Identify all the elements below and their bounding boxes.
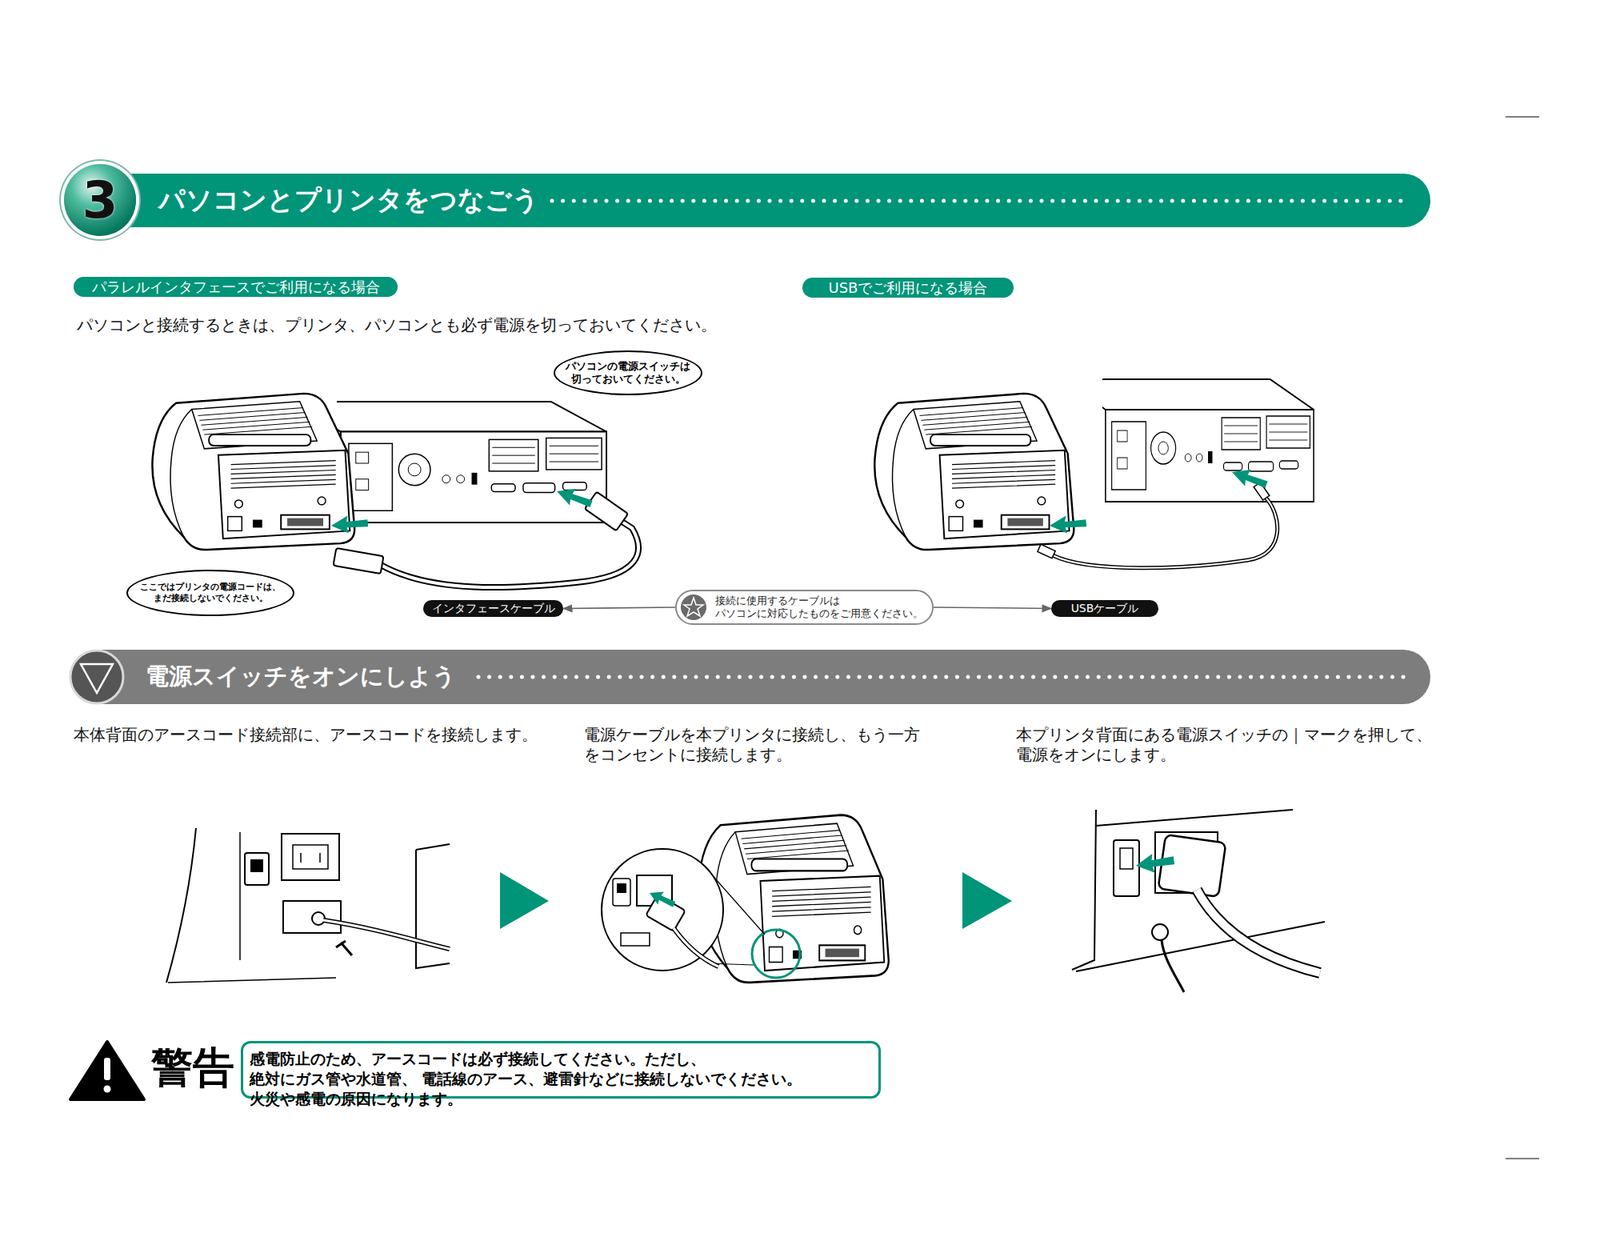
- usb-cable: [1052, 497, 1278, 568]
- warning-text: 感電防止のため、アースコードは必ず接続してください。ただし、絶対にガス管や水道管…: [249, 1049, 872, 1110]
- section-band: 電源スイッチをオンにしよう: [69, 649, 1431, 704]
- instruction-text: 本プリンタ背面にある電源スイッチの｜マークを押して、 電源をオンにします。: [1016, 724, 1448, 766]
- step-number: 3: [82, 174, 119, 226]
- usb-cable-core: [1052, 497, 1278, 568]
- inlet-pins: [292, 844, 328, 869]
- warning-triangle: [70, 1041, 144, 1100]
- mode-pill: USBでご利用になる場合: [802, 277, 1014, 298]
- power-inlet: [281, 833, 340, 880]
- green-arrow: [1134, 850, 1176, 875]
- callout-text: パソコンの電源スイッチは 切っておいてください。: [564, 360, 692, 385]
- interface-cable: [380, 516, 639, 588]
- step-number-badge: 3: [64, 164, 136, 236]
- instruction-text: 本体背面のアースコード接続部に、アースコードを接続します。: [73, 724, 554, 745]
- green-arrow: [553, 483, 595, 512]
- switch-rocker: [616, 883, 627, 893]
- power-switch: [612, 878, 631, 906]
- mode-heading: パラレルインタフェースでご利用になる場合: [92, 277, 380, 297]
- cable-tag: USBケーブル: [1051, 600, 1159, 617]
- warning-dot: [104, 1085, 112, 1093]
- green-arrow: [1048, 514, 1087, 535]
- warning-bang: [104, 1057, 111, 1080]
- green-arrow: [646, 886, 677, 912]
- instruction-text: パソコンと接続するときは、プリンタ、パソコンとも必ず電源を切っておいてください。: [76, 315, 797, 336]
- crop-mark: [1505, 116, 1540, 117]
- earth-cord: [1161, 940, 1184, 992]
- note-box: 接続に使用するケーブルは パソコンに対応したものをご用意ください。: [675, 589, 934, 625]
- earth-screw-loose: [336, 940, 352, 956]
- switch-rocker: [1120, 848, 1133, 869]
- warning-block: 警告感電防止のため、アースコードは必ず接続してください。ただし、絶対にガス管や水…: [71, 1036, 896, 1104]
- green-arrow: [330, 514, 368, 535]
- printer-edge: [166, 828, 196, 983]
- earth-plate: [283, 900, 341, 933]
- power-switch: [1113, 840, 1140, 896]
- cable-name: USBケーブル: [1071, 601, 1140, 616]
- note-text: 接続に使用するケーブルは パソコンに対応したものをご用意ください。: [715, 594, 925, 621]
- step-arrow: [500, 872, 549, 929]
- earth-terminal: [1152, 924, 1168, 940]
- power-plug: [1158, 834, 1227, 897]
- warning-heading: 警告: [151, 1046, 235, 1088]
- callout-ellipse: パソコンの電源スイッチは 切っておいてください。: [553, 350, 703, 396]
- printer: [698, 815, 889, 983]
- power-cable-core: [673, 928, 719, 967]
- highlight-ring: [752, 929, 800, 978]
- zoom-circle: [601, 848, 724, 971]
- warning-frame: 感電防止のため、アースコードは必ず接続してください。ただし、絶対にガス管や水道管…: [240, 1040, 881, 1099]
- cable-plug: [584, 492, 628, 532]
- cable-name: インタフェースケーブル: [432, 601, 556, 616]
- mode-heading: USBでご利用になる場合: [828, 278, 988, 298]
- computer: [1064, 379, 1314, 502]
- section-title: 電源スイッチをオンにしよう: [145, 660, 456, 693]
- step-arrow: [962, 872, 1012, 929]
- usb-plug: [1037, 544, 1056, 559]
- callout-ellipse: ここではプリンタの電源コードは、 まだ接続しないでください。: [126, 569, 295, 616]
- power-cable: [673, 928, 719, 967]
- crop-mark: [1505, 1157, 1540, 1159]
- connector-arrow: [933, 607, 1052, 609]
- earth-screw: [312, 912, 325, 925]
- earth-terminal: [620, 932, 650, 946]
- cable-tag: インタフェースケーブル: [423, 600, 564, 617]
- printer: [152, 393, 355, 550]
- interface-cable-core: [380, 516, 639, 588]
- callout-text: ここではプリンタの電源コードは、 まだ接続しないでください。: [136, 581, 285, 605]
- power-cable: [1196, 889, 1320, 973]
- connector-arrow: [563, 607, 676, 609]
- instruction-text: 電源ケーブルを本プリンタに接続し、もう一方 をコンセントに接続します。: [584, 724, 936, 766]
- power-cable-core: [1196, 889, 1320, 973]
- section-band: パソコンとプリンタをつなごう: [80, 173, 1431, 228]
- switch-rocker: [250, 859, 264, 872]
- section-title: パソコンとプリンタをつなごう: [158, 182, 540, 219]
- power-switch: [244, 852, 269, 885]
- printer: [874, 393, 1074, 550]
- green-arrow: [1228, 464, 1270, 493]
- cable-plug: [333, 548, 384, 574]
- mode-pill: パラレルインタフェースでご利用になる場合: [73, 276, 398, 297]
